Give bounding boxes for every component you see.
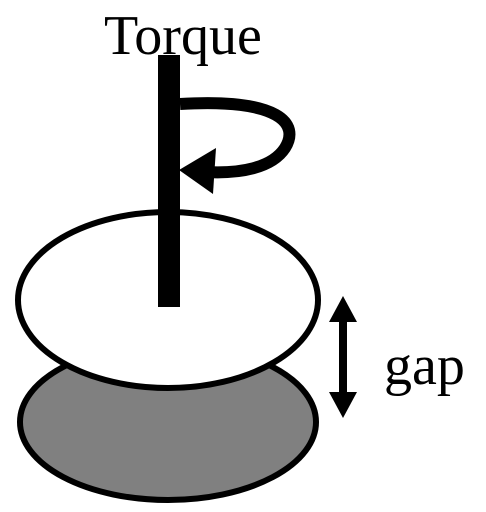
double-headed-arrow-icon [329, 296, 357, 418]
curved-arrow-icon [179, 97, 296, 194]
shaft [158, 55, 180, 307]
gap-label: gap [384, 335, 465, 397]
torque-label: Torque [104, 5, 262, 67]
